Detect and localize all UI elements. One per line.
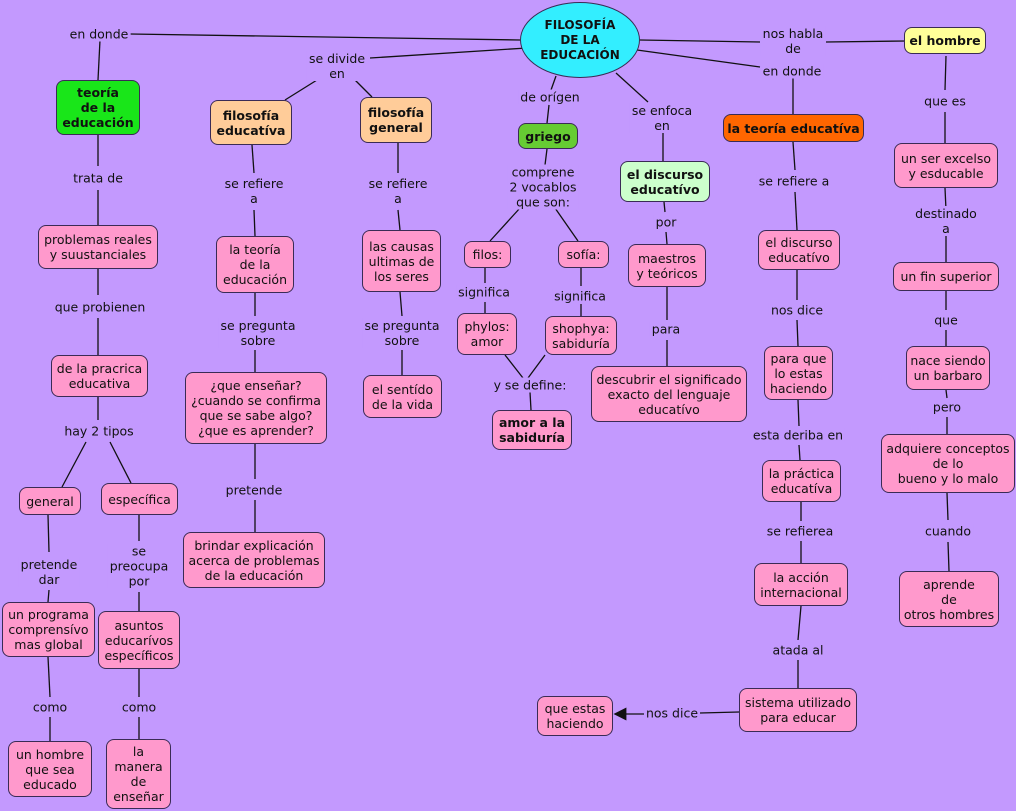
concept-que-estas-haciendo[interactable]: que estas haciendo — [537, 696, 613, 736]
link-label-como-2: como — [119, 699, 159, 715]
concept-brindar-explicacion[interactable]: brindar explicación acerca de problemas … — [183, 532, 325, 588]
link-label-se-enfoca-en: se enfoca en — [629, 103, 695, 133]
link-label-por: por — [653, 214, 679, 230]
concept-griego[interactable]: griego — [518, 123, 578, 149]
concept-la-practica-educativa[interactable]: la práctica educatíva — [762, 460, 841, 502]
link-label-en-donde: en donde — [67, 26, 131, 42]
link-label-nos-dice-1: nos dice — [768, 302, 826, 318]
concept-la-teoria-de-la-educacion[interactable]: la teoría de la educación — [216, 236, 294, 293]
concept-manera-ensenar[interactable]: la manera de enseñar — [106, 739, 171, 809]
concept-practica-educativa[interactable]: de la pracrica educativa — [51, 355, 148, 397]
concept-programa-comprensivo[interactable]: un programa comprensívo mas global — [2, 602, 95, 657]
concept-descubrir-significado[interactable]: descubrir el significado exacto del leng… — [591, 366, 747, 422]
link-label-que-es: que es — [922, 93, 968, 109]
concept-teoria-educativa[interactable]: la teoría educatíva — [723, 114, 864, 142]
concept-maestros-teoricos[interactable]: maestros y teóricos — [628, 244, 706, 287]
concept-el-discurso-educativo[interactable]: el discurso educatívo — [758, 230, 840, 270]
concept-adquiere-conceptos[interactable]: adquiere conceptos de lo bueno y lo malo — [881, 434, 1015, 493]
link-label-que-probienen: que probienen — [52, 299, 148, 315]
concept-problemas-reales[interactable]: problemas reales y suustanciales — [38, 225, 158, 269]
link-label-y-se-define: y se define: — [491, 377, 569, 393]
root-concept-filosofia-educacion[interactable]: FILOSOFÍA DE LA EDUCACIÓN — [520, 2, 640, 78]
link-label-significa-1: significa — [456, 284, 512, 300]
link-label-se-divide-en: se divide en — [306, 51, 368, 81]
link-label-hay-2-tipos: hay 2 tipos — [62, 423, 136, 439]
concept-ser-excelso[interactable]: un ser excelso y esducable — [894, 143, 998, 188]
concept-filosofia-educativa[interactable]: filosofía educatíva — [210, 100, 292, 145]
link-label-nos-habla-de: nos habla de — [760, 26, 826, 56]
link-label-se-preocupa-por: se preocupa por — [107, 543, 171, 589]
link-label-significa-2: significa — [552, 288, 608, 304]
link-label-pero: pero — [930, 399, 964, 415]
link-label-se-refiere-a-3: se refiere a — [756, 173, 832, 189]
link-label-se-refierea: se refierea — [764, 523, 836, 539]
concept-discurso-educativo[interactable]: el discurso educatívo — [620, 161, 710, 202]
link-label-trata-de: trata de — [71, 170, 125, 186]
concept-para-que-haciendo[interactable]: para que lo estas haciendo — [764, 346, 833, 400]
link-label-cuando: cuando — [923, 523, 973, 539]
concept-general[interactable]: general — [19, 487, 81, 515]
concept-phylos[interactable]: phylos: amor — [457, 313, 517, 355]
link-label-se-refiere-a-1: se refiere a — [222, 176, 286, 206]
concept-nace-barbaro[interactable]: nace siendo un barbaro — [906, 346, 990, 390]
concept-fin-superior[interactable]: un fin superior — [893, 262, 999, 291]
link-label-nos-dice-2: nos dice — [643, 705, 701, 721]
concept-hombre-educado[interactable]: un hombre que sea educado — [8, 741, 92, 797]
link-label-destinado-a: destinado a — [911, 206, 981, 236]
concept-especifica[interactable]: específica — [101, 483, 178, 515]
concept-sistema-utilizado[interactable]: sistema utilizado para educar — [739, 688, 857, 732]
concept-teoria-educacion[interactable]: teoría de la educación — [56, 80, 140, 135]
link-label-para: para — [649, 321, 683, 337]
concept-preguntas[interactable]: ¿que enseñar? ¿cuando se confirma que se… — [185, 372, 327, 444]
link-label-pretende: pretende — [223, 482, 285, 498]
link-label-que: que — [932, 312, 960, 328]
concept-filos[interactable]: filos: — [464, 241, 511, 268]
link-label-en-donde-right: en donde — [760, 63, 824, 79]
link-label-de-origen: de orígen — [518, 89, 582, 105]
concept-asuntos-educativos[interactable]: asuntos educarívos específicos — [98, 611, 180, 669]
link-label-se-pregunta-sobre-2: se pregunta sobre — [362, 318, 442, 348]
concept-accion-internacional[interactable]: la acción internacional — [754, 563, 848, 606]
concept-causas-ultimas[interactable]: las causas ultimas de los seres — [362, 230, 441, 292]
concept-sofia[interactable]: sofía: — [558, 241, 609, 268]
concept-aprende-hombres[interactable]: aprende de otros hombres — [899, 571, 999, 627]
link-label-atada-al: atada al — [770, 642, 826, 658]
concept-sentido-vida[interactable]: el sentído de la vida — [363, 375, 442, 418]
link-label-como-1: como — [30, 699, 70, 715]
concept-amor-sabiduria[interactable]: amor a la sabiduría — [492, 410, 572, 450]
link-label-se-refiere-a-2: se refiere a — [366, 176, 430, 206]
link-label-se-pregunta-sobre-1: se pregunta sobre — [218, 318, 298, 348]
link-label-esta-deriba-en: esta deriba en — [750, 427, 846, 443]
link-label-comprene: comprene 2 vocablos que son: — [507, 164, 579, 210]
link-label-pretende-dar: pretende dar — [18, 557, 80, 587]
concept-filosofia-general[interactable]: filosofía general — [360, 97, 432, 143]
concept-el-hombre[interactable]: el hombre — [904, 27, 986, 54]
concept-shophya[interactable]: shophya: sabiduría — [545, 316, 617, 355]
